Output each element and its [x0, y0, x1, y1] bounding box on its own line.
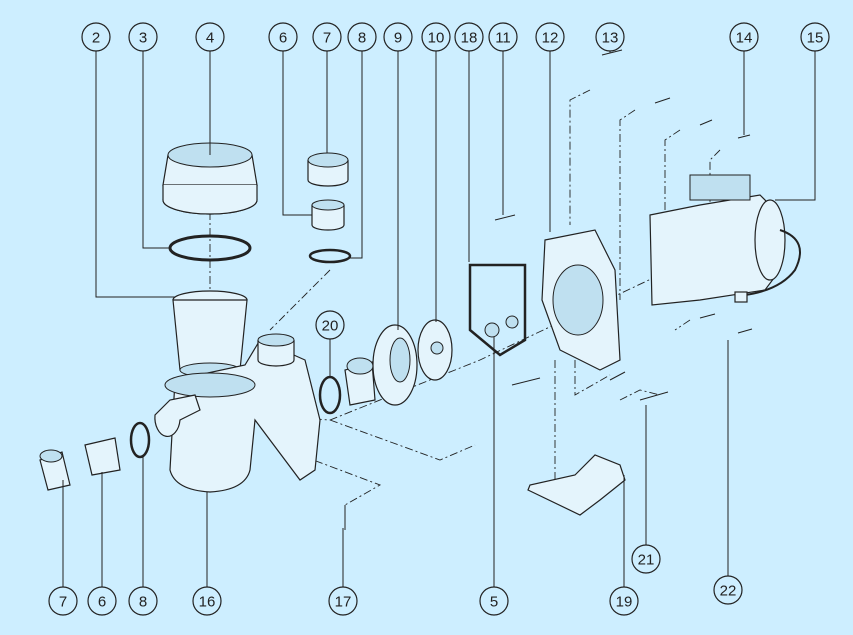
callout-17: 17	[328, 586, 358, 616]
part-diffuser-o-ring	[318, 375, 342, 415]
leader-line-6a	[282, 51, 312, 216]
callout-16: 16	[192, 586, 222, 616]
callout-number: 20	[322, 318, 339, 335]
part-union-nut-inlet	[39, 449, 71, 491]
callout-6b: 6	[87, 586, 117, 616]
part-union-tail-inlet	[84, 437, 121, 476]
callout-circle	[535, 22, 565, 52]
callout-circle	[268, 22, 298, 52]
callout-number: 22	[720, 583, 737, 600]
callout-21: 21	[631, 544, 661, 574]
callout-7b: 7	[48, 586, 78, 616]
callout-number: 7	[59, 594, 67, 611]
callout-15: 15	[800, 22, 830, 52]
callout-number: 19	[616, 594, 633, 611]
callout-number: 10	[428, 30, 445, 47]
part-mechanical-seal	[484, 315, 519, 338]
part-pump-body	[154, 333, 321, 493]
callout-number: 14	[736, 30, 753, 47]
callout-circle	[729, 22, 759, 52]
callout-circle	[347, 22, 377, 52]
callout-4: 4	[195, 22, 225, 52]
callout-circle	[479, 586, 509, 616]
callout-circle	[87, 586, 117, 616]
part-inlet-o-ring	[129, 421, 151, 459]
callout-number: 6	[279, 30, 287, 47]
callout-22: 22	[713, 575, 743, 605]
callout-number: 3	[139, 30, 147, 47]
part-motor-support	[527, 454, 626, 516]
callout-circle	[315, 310, 345, 340]
leader-line-3	[142, 51, 170, 249]
callout-number: 8	[358, 30, 366, 47]
part-union-tail-top	[311, 199, 345, 231]
callout-7a: 7	[312, 22, 342, 52]
leader-line-8a	[350, 51, 363, 259]
callout-9: 9	[383, 22, 413, 52]
callout-number: 5	[490, 594, 498, 611]
callout-circle	[609, 586, 639, 616]
leader-line-15	[775, 51, 816, 201]
callout-number: 13	[602, 30, 619, 47]
callout-circle	[48, 586, 78, 616]
part-gasket	[468, 263, 527, 357]
callout-number: 2	[92, 30, 100, 47]
callout-circle	[454, 22, 484, 52]
part-union-outlet	[344, 357, 376, 406]
callout-circle	[328, 586, 358, 616]
callout-14: 14	[729, 22, 759, 52]
part-diffuser	[372, 324, 418, 406]
callout-number: 17	[335, 594, 352, 611]
callout-circle	[81, 22, 111, 52]
callout-10: 10	[421, 22, 451, 52]
callout-number: 8	[139, 594, 147, 611]
callout-number: 7	[323, 30, 331, 47]
callout-number: 11	[495, 30, 511, 47]
callout-11: 11	[488, 22, 518, 52]
leader-lines	[62, 51, 816, 587]
part-impeller	[417, 319, 453, 381]
callout-circle	[128, 22, 158, 52]
part-union-o-ring-top	[308, 248, 352, 264]
callout-circle	[595, 22, 625, 52]
part-lid	[162, 142, 258, 215]
callout-circle	[800, 22, 830, 52]
callout-13: 13	[595, 22, 625, 52]
callout-circle	[631, 544, 661, 574]
part-seal-plate	[541, 229, 621, 371]
part-union-nut-top	[307, 152, 349, 187]
leader-line-2	[95, 51, 175, 298]
callout-circle	[421, 22, 451, 52]
callout-20: 20	[315, 310, 345, 340]
screws	[344, 49, 753, 530]
callout-number: 21	[638, 552, 655, 569]
callout-circle	[488, 22, 518, 52]
callout-8b: 8	[128, 586, 158, 616]
callout-8a: 8	[347, 22, 377, 52]
part-motor	[649, 174, 801, 306]
callout-number: 6	[98, 594, 106, 611]
callout-circle	[713, 575, 743, 605]
callout-number: 4	[206, 30, 214, 47]
callout-circle	[195, 22, 225, 52]
callout-12: 12	[535, 22, 565, 52]
callout-number: 12	[542, 30, 559, 47]
callout-3: 3	[128, 22, 158, 52]
callout-circle	[192, 586, 222, 616]
callout-number: 15	[807, 30, 824, 47]
callout-number: 16	[199, 594, 216, 611]
callout-circle	[312, 22, 342, 52]
callout-6a: 6	[268, 22, 298, 52]
callout-18: 18	[454, 22, 484, 52]
callout-number: 9	[394, 30, 402, 47]
callout-circle	[383, 22, 413, 52]
callout-19: 19	[609, 586, 639, 616]
part-strainer-basket	[172, 290, 248, 378]
callout-5: 5	[479, 586, 509, 616]
callout-circle	[128, 586, 158, 616]
callouts: 2 3 4 6 7 8 9 10 18 11 12 13 14 15 20 7 6 8 16 17 5 19 21 22	[48, 22, 830, 616]
callout-number: 18	[461, 30, 478, 47]
callout-2: 2	[81, 22, 111, 52]
